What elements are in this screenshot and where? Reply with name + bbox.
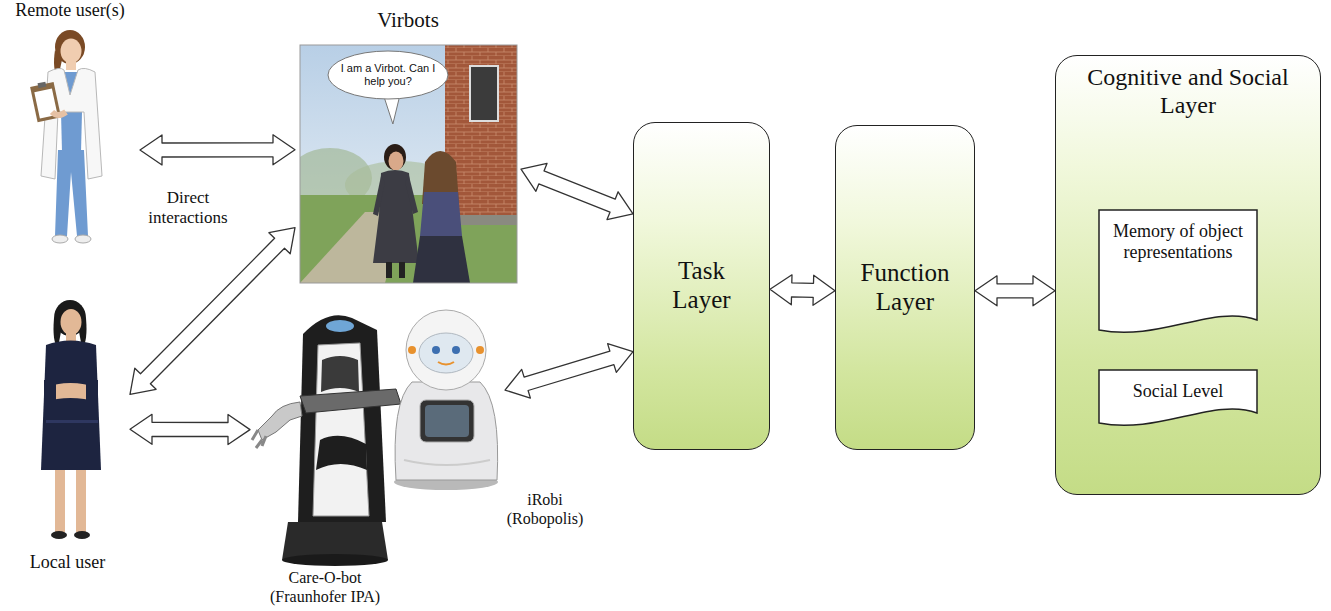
screenshot-frame xyxy=(300,45,517,283)
node-label: iRobi (Robopolis) xyxy=(500,490,590,528)
virbots-panel: Virbots I am a Virbot. Can I help you? xyxy=(295,8,521,286)
double-arrow xyxy=(505,344,633,399)
document-shape: Social Level xyxy=(1098,369,1258,429)
speech-bubble: I am a Virbot. Can I help you? xyxy=(327,50,449,100)
double-arrow xyxy=(130,228,295,395)
care-o-bot-robot xyxy=(252,315,401,566)
robot-figure: iRobi (Robopolis) xyxy=(395,305,505,490)
node-label: Task Layer xyxy=(652,257,752,315)
node-label: I am a Virbot. Can I help you? xyxy=(340,62,436,88)
local-user-figure xyxy=(41,300,101,539)
node-label: Social Level xyxy=(1106,381,1250,402)
user-figure: Remote user(s) xyxy=(0,0,140,250)
node-label: Memory of object representations xyxy=(1106,221,1250,262)
virtual-world-screenshot xyxy=(300,45,517,283)
irobi-robot xyxy=(394,310,498,490)
double-arrow xyxy=(975,276,1055,306)
node-label: Virbots xyxy=(295,8,521,32)
layer-box: Task Layer xyxy=(633,122,770,450)
bubble-body xyxy=(328,51,448,99)
layer-box: Cognitive and Social LayerMemory of obje… xyxy=(1055,55,1321,495)
node-label: Care-O-bot (Fraunhofer IPA) xyxy=(255,568,395,606)
double-arrow xyxy=(770,275,835,306)
node-label: Local user xyxy=(5,552,130,573)
edge-label: Direct interactions xyxy=(138,188,238,227)
double-arrow xyxy=(521,163,633,219)
document-body xyxy=(1099,210,1257,332)
double-arrow xyxy=(140,135,295,165)
layer-box: Function Layer xyxy=(835,125,975,450)
document-body xyxy=(1099,370,1257,425)
double-arrow xyxy=(130,414,250,444)
node-label: Function Layer xyxy=(855,259,955,317)
remote-user-figure xyxy=(30,30,102,243)
node-label: Cognitive and Social Layer xyxy=(1064,64,1312,119)
document-shape: Memory of object representations xyxy=(1098,209,1258,336)
robot-figure: Care-O-bot (Fraunhofer IPA) xyxy=(250,305,395,570)
user-figure: Local user xyxy=(5,290,130,580)
node-label: Remote user(s) xyxy=(0,0,140,21)
